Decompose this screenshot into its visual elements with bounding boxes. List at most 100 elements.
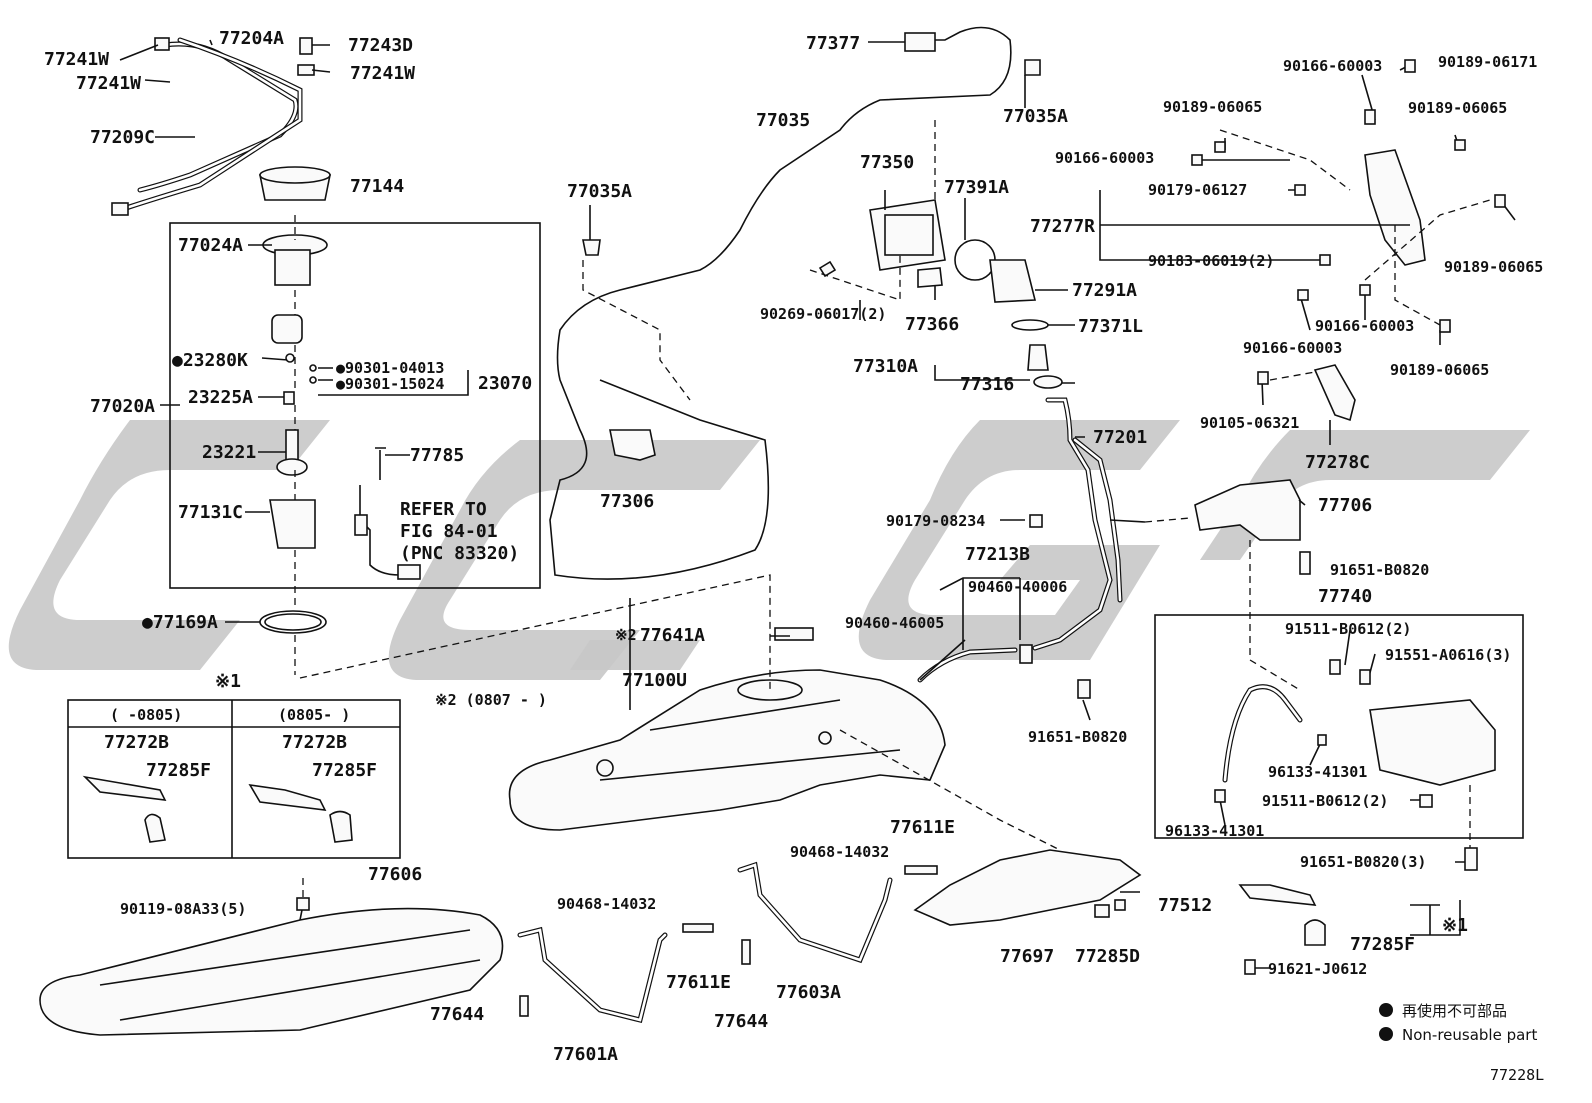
label-77377[interactable]: 77377	[806, 33, 860, 54]
label-77350[interactable]: 77350	[860, 152, 914, 173]
label-77641A[interactable]: 77641A	[640, 625, 705, 646]
label-90189-06065-a[interactable]: 90189-06065	[1163, 98, 1262, 116]
label-77285F-r[interactable]: 77285F	[1350, 934, 1415, 955]
label-91651-B0820-c[interactable]: 91651-B0820(3)	[1300, 853, 1426, 871]
label-90166-60003-b[interactable]: 90166-60003	[1055, 149, 1154, 167]
label-77366[interactable]: 77366	[905, 314, 959, 335]
label-77209C[interactable]: 77209C	[90, 127, 155, 148]
label-77201[interactable]: 77201	[1093, 427, 1147, 448]
label-77020A[interactable]: 77020A	[90, 396, 155, 417]
label-77740[interactable]: 77740	[1318, 586, 1372, 607]
label-90301-04013[interactable]: ●90301-04013	[336, 359, 444, 377]
inset-variants	[67, 699, 401, 859]
label-90189-06065-b[interactable]: 90189-06065	[1408, 99, 1507, 117]
label-90183-06019[interactable]: 90183-06019(2)	[1148, 252, 1274, 270]
label-90179-08234[interactable]: 90179-08234	[886, 512, 985, 530]
note1-mark: ※1	[215, 671, 241, 692]
label-77644-a[interactable]: 77644	[430, 1004, 484, 1025]
label-77272B-a[interactable]: 77272B	[104, 732, 169, 753]
label-77291A[interactable]: 77291A	[1072, 280, 1137, 301]
label-77371L[interactable]: 77371L	[1078, 316, 1143, 337]
part-labels: 77241W 77241W 77204A 77243D 77241W 77209…	[44, 28, 1543, 1065]
label-77611E-b[interactable]: 77611E	[890, 817, 955, 838]
fuel-tank-77100U	[508, 627, 946, 831]
label-77204A[interactable]: 77204A	[219, 28, 284, 49]
label-77285D[interactable]: 77285D	[1075, 946, 1140, 967]
leader-lines	[119, 39, 1516, 969]
label-77035[interactable]: 77035	[756, 110, 810, 131]
pump-23221	[285, 429, 299, 461]
label-91511-B0612-a[interactable]: 91511-B0612(2)	[1285, 620, 1411, 638]
label-90468-14032-b[interactable]: 90468-14032	[790, 843, 889, 861]
label-77277R[interactable]: 77277R	[1030, 216, 1095, 237]
label-77285F-b[interactable]: 77285F	[312, 760, 377, 781]
label-96133-41301-b[interactable]: 96133-41301	[1165, 822, 1264, 840]
label-77241W-a[interactable]: 77241W	[44, 49, 109, 70]
label-90460-40006[interactable]: 90460-40006	[968, 578, 1067, 596]
label-90189-06171[interactable]: 90189-06171	[1438, 53, 1537, 71]
label-90119-08A33[interactable]: 90119-08A33(5)	[120, 900, 246, 918]
label-77169A[interactable]: ●77169A	[142, 612, 218, 633]
label-91651-B0820-b[interactable]: 91651-B0820	[1330, 561, 1429, 579]
label-77697[interactable]: 77697	[1000, 946, 1054, 967]
label-77391A[interactable]: 77391A	[944, 177, 1009, 198]
label-77241W-b[interactable]: 77241W	[76, 73, 141, 94]
label-77024A[interactable]: 77024A	[178, 235, 243, 256]
label-77241W-c[interactable]: 77241W	[350, 63, 415, 84]
bracket-77278C	[1313, 364, 1356, 422]
label-90301-15024[interactable]: ●90301-15024	[336, 375, 444, 393]
label-96133-41301-a[interactable]: 96133-41301	[1268, 763, 1367, 781]
filter-77131C	[269, 499, 316, 549]
label-77272B-b[interactable]: 77272B	[282, 732, 347, 753]
label-23070[interactable]: 23070	[478, 373, 532, 394]
label-77310A[interactable]: 77310A	[853, 356, 918, 377]
label-90460-46005[interactable]: 90460-46005	[845, 614, 944, 632]
label-91621-J0612[interactable]: 91621-J0612	[1268, 960, 1367, 978]
label-90166-60003-d[interactable]: 90166-60003	[1243, 339, 1342, 357]
protector-77606	[39, 907, 504, 1036]
connector-77243D	[299, 37, 313, 55]
label-77243D[interactable]: 77243D	[348, 35, 413, 56]
label-77606[interactable]: 77606	[368, 864, 422, 885]
label-77603A[interactable]: 77603A	[776, 982, 841, 1003]
label-90189-06065-c[interactable]: 90189-06065	[1444, 258, 1543, 276]
label-77213B[interactable]: 77213B	[965, 544, 1030, 565]
note2-mark: ※2	[615, 626, 637, 644]
label-77611E-a[interactable]: 77611E	[666, 972, 731, 993]
label-77035A-top[interactable]: 77035A	[1003, 106, 1068, 127]
label-77601A[interactable]: 77601A	[553, 1044, 618, 1065]
label-91551-A0616[interactable]: 91551-A0616(3)	[1385, 646, 1511, 664]
label-77785[interactable]: 77785	[410, 445, 464, 466]
label-91511-B0612-b[interactable]: 91511-B0612(2)	[1262, 792, 1388, 810]
label-77035A-left[interactable]: 77035A	[567, 181, 632, 202]
label-90468-14032-a[interactable]: 90468-14032	[557, 895, 656, 913]
label-77316[interactable]: 77316	[960, 374, 1014, 395]
label-77144[interactable]: 77144	[350, 176, 404, 197]
connector-77377	[904, 32, 936, 52]
label-90166-60003-c[interactable]: 90166-60003	[1315, 317, 1414, 335]
bracket-77697	[913, 849, 1142, 926]
label-77644-b[interactable]: 77644	[714, 1011, 768, 1032]
label-77285F-a[interactable]: 77285F	[146, 760, 211, 781]
label-77131C[interactable]: 77131C	[178, 502, 243, 523]
label-77706[interactable]: 77706	[1318, 495, 1372, 516]
refer-line1: REFER TO	[400, 499, 487, 520]
label-90189-06065-d[interactable]: 90189-06065	[1390, 361, 1489, 379]
label-23221[interactable]: 23221	[202, 442, 256, 463]
canister-77740	[1369, 699, 1496, 786]
label-77306[interactable]: 77306	[600, 491, 654, 512]
label-77512[interactable]: 77512	[1158, 895, 1212, 916]
label-90179-06127[interactable]: 90179-06127	[1148, 181, 1247, 199]
diagram-id: 77228L	[1490, 1066, 1544, 1084]
label-90269-06017[interactable]: 90269-06017(2)	[760, 305, 886, 323]
label-23280K[interactable]: ●23280K	[172, 350, 248, 371]
label-91651-B0820-a[interactable]: 91651-B0820	[1028, 728, 1127, 746]
label-90166-60003-a[interactable]: 90166-60003	[1283, 57, 1382, 75]
legend: 再使用不可部品 Non-reusable part 77228L	[1379, 1002, 1544, 1084]
label-23225A[interactable]: 23225A	[188, 387, 253, 408]
label-77278C[interactable]: 77278C	[1305, 452, 1370, 473]
label-90105-06321[interactable]: 90105-06321	[1200, 414, 1299, 432]
label-77100U[interactable]: 77100U	[622, 670, 687, 691]
